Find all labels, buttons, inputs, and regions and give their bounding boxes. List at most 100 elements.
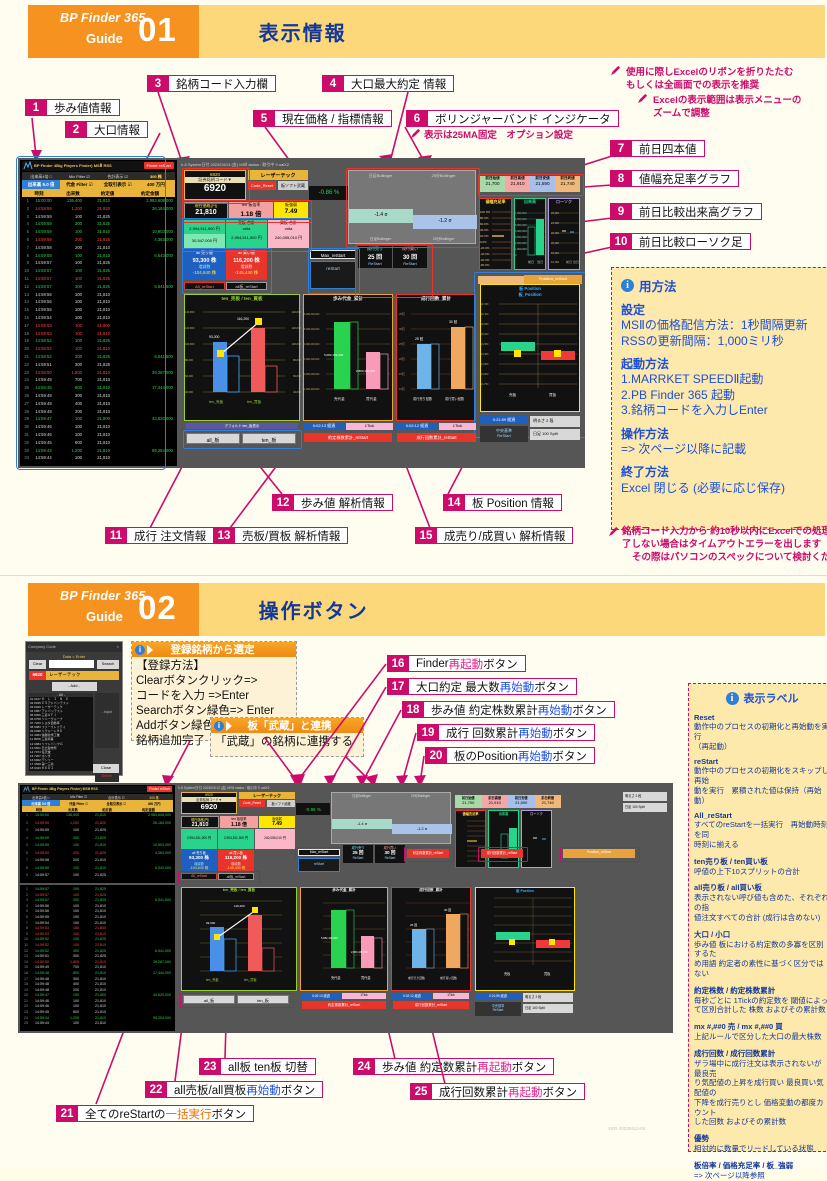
dialog-list-item[interactable]: 18 9433 ＫＤＤＩ bbox=[30, 765, 54, 770]
naru-sell-restart[interactable]: ReStart bbox=[368, 261, 382, 266]
dialog-list-item[interactable]: 10 4063 信越化学工業 bbox=[30, 733, 60, 738]
all-ita-restart-button-02[interactable]: all板_reStart bbox=[218, 873, 254, 880]
dialog-list-item[interactable]: 02 8035 ＥＳアドバンテスト bbox=[30, 701, 69, 706]
dialog-list-item[interactable]: 12 9984 ソフトバンクＧ bbox=[30, 741, 63, 746]
dialog-list-item[interactable]: 06 6758 ソニーグループ bbox=[30, 717, 63, 722]
ayumi-filter-row-2[interactable]: 出来高 5.0 倍 代金 Filter ☑ 全取引表示 ☑ 400 万円 bbox=[22, 180, 175, 189]
split-select-02b[interactable]: 日足 100 Split bbox=[523, 1004, 573, 1013]
code-reset-button-02[interactable]: Code_Reset bbox=[239, 800, 265, 807]
dialog-all-option[interactable]: - All - bbox=[29, 693, 93, 697]
restart-block-02[interactable]: reStart bbox=[298, 858, 340, 872]
brightness-select[interactable]: 明るさ 2 段 bbox=[530, 416, 580, 427]
dialog-list-item[interactable]: 08 9983 ファーストリテイ bbox=[30, 725, 66, 730]
musashi-button-02[interactable]: 板ソフト武蔵 bbox=[267, 800, 295, 807]
dialog-side-buttons[interactable]: - Input Delete bbox=[95, 693, 119, 782]
dialog-input-button[interactable]: - Input bbox=[95, 693, 119, 748]
dialog-list-item[interactable]: 07 7203 トヨタ自動車 bbox=[30, 721, 60, 726]
ayumi-filter-row-2-02[interactable]: 出来高 5.0 倍 代金 Filter ☑ 全取引表示 ☑ 400 万円 bbox=[22, 800, 173, 806]
cum-restart-button-02[interactable]: 約定株数累計_reStart bbox=[407, 849, 449, 858]
stock-code-input-block-02[interactable]: 6920 証券銘柄コード▼ 6920 bbox=[181, 792, 237, 814]
dialog-list-item[interactable]: 11 8058 三菱商事 bbox=[30, 737, 54, 742]
ayumi-panel-02[interactable]: BP Finder 4Big Players Finder) MSⅡ RSS F… bbox=[20, 785, 175, 883]
dialog-code-input[interactable] bbox=[49, 660, 94, 668]
company-code-dialog[interactable]: Company Code × Data = Enter Clear Search… bbox=[25, 641, 123, 782]
dialog-add-button[interactable]: - Add - bbox=[51, 682, 97, 691]
all-ita-button[interactable]: all_板 bbox=[186, 433, 240, 444]
dialog-list-item[interactable]: 01 9107 Ｋ Ｌ Ｉ Ｎ Ｅ bbox=[30, 697, 69, 701]
dialog-clear-button[interactable]: Clear bbox=[29, 660, 46, 669]
finder-restart-button[interactable]: Finder reStart bbox=[143, 162, 174, 169]
stock-code-input-block[interactable]: 6920 証券銘柄コード▼ 6920 bbox=[184, 170, 246, 200]
all-restart-button-02[interactable]: All_reStart bbox=[181, 873, 217, 880]
musashi-button[interactable]: 板ソフト武蔵 bbox=[278, 181, 308, 190]
naru-cum-restart-button-02[interactable]: 成行回数累計_reStart bbox=[393, 1001, 469, 1009]
position-restart-button[interactable]: Position_reStart bbox=[524, 275, 582, 284]
dialog-list-item[interactable]: 09 6098 リクルートＨＤ bbox=[30, 729, 63, 734]
dialog-list-item[interactable]: 05 8306 三菱ＵＦＪ bbox=[30, 713, 57, 718]
ayumi-filter-row-1-02[interactable]: 出来高4倍 □ Mix Filter ☑ 合計表示 ☑ 300 株 bbox=[22, 794, 173, 800]
dialog-list-item[interactable]: 03 6920 レーザーテック bbox=[30, 705, 63, 710]
ayumi-filter-row-1[interactable]: 出来高4倍 □ Mix Filter ☑ 合計表示 ☑ 300 株 bbox=[22, 172, 175, 180]
count-restart-button-02[interactable]: 成行回数累計_reStart bbox=[481, 849, 523, 858]
dialog-search-button[interactable]: Search bbox=[97, 660, 119, 669]
split-select-02[interactable]: 日足 100 Split bbox=[623, 803, 667, 812]
dialog-delete-button[interactable]: Delete bbox=[95, 773, 119, 782]
naru-buy-restart[interactable]: ReStart bbox=[403, 261, 417, 266]
all-restart-button[interactable]: All_reStart bbox=[184, 282, 225, 290]
dialog-close-icon[interactable]: × bbox=[116, 644, 119, 649]
all-ita-restart-button[interactable]: all板_reStart bbox=[226, 282, 267, 290]
dialog-list-item[interactable]: 16 6902 デンソー bbox=[30, 757, 54, 762]
split-select[interactable]: 日足 100 Split bbox=[530, 429, 580, 440]
